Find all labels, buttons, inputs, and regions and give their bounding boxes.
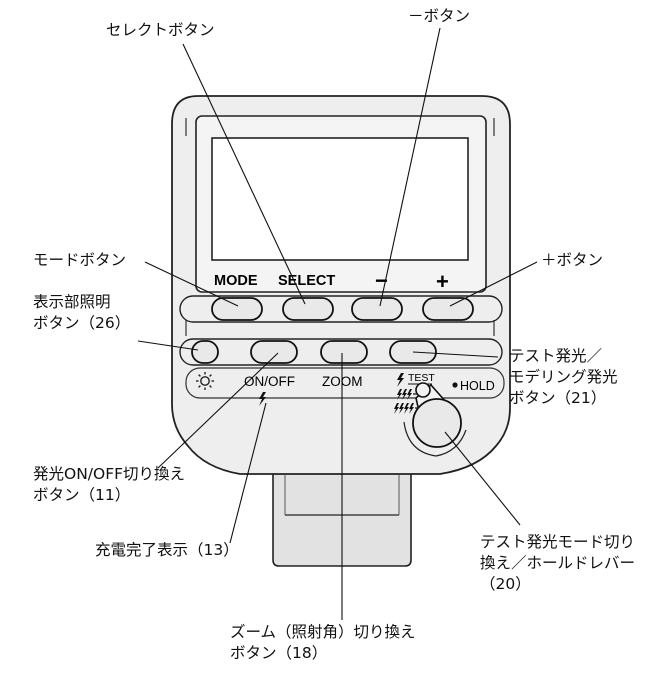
zoom-button-callout: ズーム（照射角）切り換え ボタン（18） — [230, 623, 416, 662]
lever-arc — [403, 421, 467, 457]
select-button-callout: セレクトボタン — [106, 21, 215, 39]
charge-indicator-callout: 充電完了表示（13） — [95, 541, 239, 559]
bottom-button-strip — [179, 338, 503, 366]
lower-label-frame — [185, 367, 505, 399]
plus-button-callout: ＋ボタン — [541, 251, 604, 269]
zoom-button[interactable] — [320, 340, 368, 364]
test-mode-lever[interactable] — [412, 382, 462, 448]
top-button-strip — [179, 295, 503, 323]
plus-button[interactable] — [422, 297, 474, 321]
minus-button-callout: －ボタン — [408, 7, 471, 25]
select-button[interactable] — [282, 297, 334, 321]
hold-label: HOLD — [460, 379, 495, 393]
plus-label: + — [436, 269, 449, 294]
minus-button[interactable] — [351, 297, 403, 321]
lightning-icon — [259, 392, 266, 406]
flash-onoff-button[interactable] — [250, 340, 298, 364]
select-label: SELECT — [278, 273, 335, 289]
test-lightning-icon — [397, 373, 404, 387]
hold-dot — [452, 382, 458, 388]
display-light-callout: 表示部照明 ボタン（26） — [33, 293, 131, 332]
lcd-display — [211, 137, 469, 261]
onoff-label: ON/OFF — [244, 374, 295, 389]
test-fire-callout: テスト発光／ モデリング発光 ボタン（21） — [509, 347, 618, 407]
display-light-icon — [196, 372, 214, 390]
test-label: TEST — [408, 372, 435, 384]
mode-button-callout: モードボタン — [33, 251, 127, 269]
callout-lines — [137, 27, 538, 620]
flash-onoff-callout: 発光ON/OFF切り換え ボタン（11） — [33, 465, 186, 504]
mode-label: MODE — [214, 273, 258, 289]
test-mode-lever-callout: テスト発光モード切り 換え／ホールドレバー （20） — [480, 533, 636, 593]
mode-button[interactable] — [211, 297, 263, 321]
display-light-button[interactable] — [191, 340, 219, 364]
